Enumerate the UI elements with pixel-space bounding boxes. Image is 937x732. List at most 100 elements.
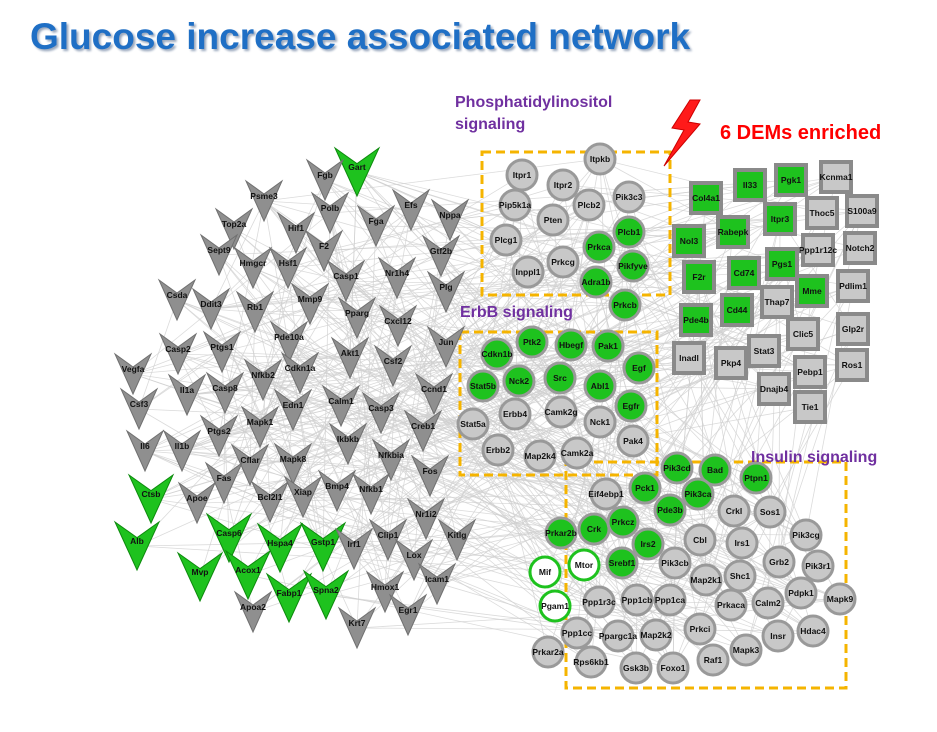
node-label: Ptk2 [523,337,541,347]
node-erbb4: Erbb4 [498,397,532,431]
network-edge [249,311,256,466]
node-label: Nck2 [509,376,530,386]
network-edge [605,357,690,495]
node-label: Alb [130,536,144,546]
node-label: Nr1h4 [385,268,409,278]
circle-node-shape [589,477,623,511]
v-node-shape [157,278,197,322]
circle-node-shape [658,546,692,580]
pathway-label-erbb: ErbB signaling [460,304,573,321]
node-itpr3: Itpr3 [763,202,797,236]
node-akt1: Akt1 [330,336,370,380]
square-node-shape [795,274,829,308]
network-edge [698,276,807,536]
node-il33: Il33 [733,168,767,202]
node-prkcb: Prkcb [608,288,642,322]
node-egf: Egf [622,351,656,385]
node-label: Lox [406,550,421,560]
circle-node-shape [616,249,650,283]
v-node-shape [317,469,357,513]
network-edge [288,341,424,432]
circle-node-shape [560,616,594,650]
node-label: Pparg [345,308,369,318]
pathway-label-line2: signaling [455,116,526,133]
node-label: Bad [707,465,723,475]
node-s100a9: S100a9 [845,194,879,228]
node-label: F2 [319,241,329,251]
circle-node-shape [723,559,757,593]
node-ros1: Ros1 [835,348,869,382]
node-label: Il1b [175,441,190,451]
circle-node-shape [489,223,523,257]
node-label: Hdac4 [800,626,826,636]
node-rabepk: Rabepk [716,215,750,249]
node-label: Pebp1 [797,367,823,377]
node-apoa2: Apoa2 [233,590,273,634]
v-node-shape [224,549,272,601]
network-edge [599,158,734,233]
circle-node-shape [789,518,823,552]
node-label: Col4a1 [692,193,720,203]
node-cdkn1a: Cdkn1a [280,351,320,395]
node-label: Pik3cb [661,558,688,568]
node-label: Krt7 [348,618,365,628]
v-node-shape [373,344,413,388]
v-node-shape [365,570,405,614]
node-label: Efs [404,200,418,210]
node-casp8: Casp8 [205,371,245,415]
circle-node-shape [456,407,490,441]
node-label: Il33 [743,180,757,190]
v-node-shape [240,405,280,449]
network-edge [177,353,304,498]
circle-node-shape [466,369,500,403]
node-ptk2: Ptk2 [515,325,549,359]
node-src: Src [543,361,577,395]
v-node-shape [205,512,253,564]
node-label: Pdlim1 [839,281,867,291]
network-edge [259,303,311,428]
v-node-shape [214,207,254,251]
node-label: Map2k4 [524,451,555,461]
node-thoc5: Thoc5 [805,196,839,230]
node-pgam1: Pgam1 [538,589,572,623]
node-col4a1: Col4a1 [689,181,723,215]
circle-node-shape [620,583,654,617]
node-label: Notch2 [846,243,875,253]
node-camk2a: Camk2a [560,436,594,470]
node-label: Tie1 [802,402,819,412]
node-label: Casp3 [368,403,394,413]
v-node-shape [233,590,273,634]
node-label: Plg [439,282,452,292]
v-node-shape [368,518,408,562]
node-label: Pten [544,215,562,225]
node-il6: Il6 [125,429,165,473]
circle-node-shape [631,527,665,561]
v-node-shape [333,146,381,198]
square-node-shape [720,293,754,327]
node-bad: Bad [698,453,732,487]
v-node-shape [167,373,207,417]
node-label: Inadl [679,353,699,363]
node-label: Src [553,373,567,383]
v-node-shape [378,304,418,348]
node-ptgs2: Ptgs2 [199,414,239,458]
node-label: Nfkbia [378,450,404,460]
node-prkaca: Prkaca [714,588,748,622]
node-label: Nppa [439,210,461,220]
node-map2k2: Map2k2 [639,618,673,652]
v-node-shape [113,352,153,396]
node-egr1: Egr1 [388,593,428,637]
node-itpr1: Itpr1 [505,158,539,192]
node-label: Kcnma1 [819,172,852,182]
node-label: Pdpk1 [788,588,814,598]
circle-node-shape [796,614,830,648]
lightning-bolt-icon [663,99,701,167]
node-label: Casp1 [333,271,359,281]
network-edge [247,277,398,576]
node-label: Ccnd1 [421,384,447,394]
square-node-shape [689,181,723,215]
node-label: Kitlg [448,530,467,540]
node-eif4ebp1: Eif4ebp1 [588,477,624,511]
v-node-shape [321,384,361,428]
node-label: Pik3cg [792,530,819,540]
